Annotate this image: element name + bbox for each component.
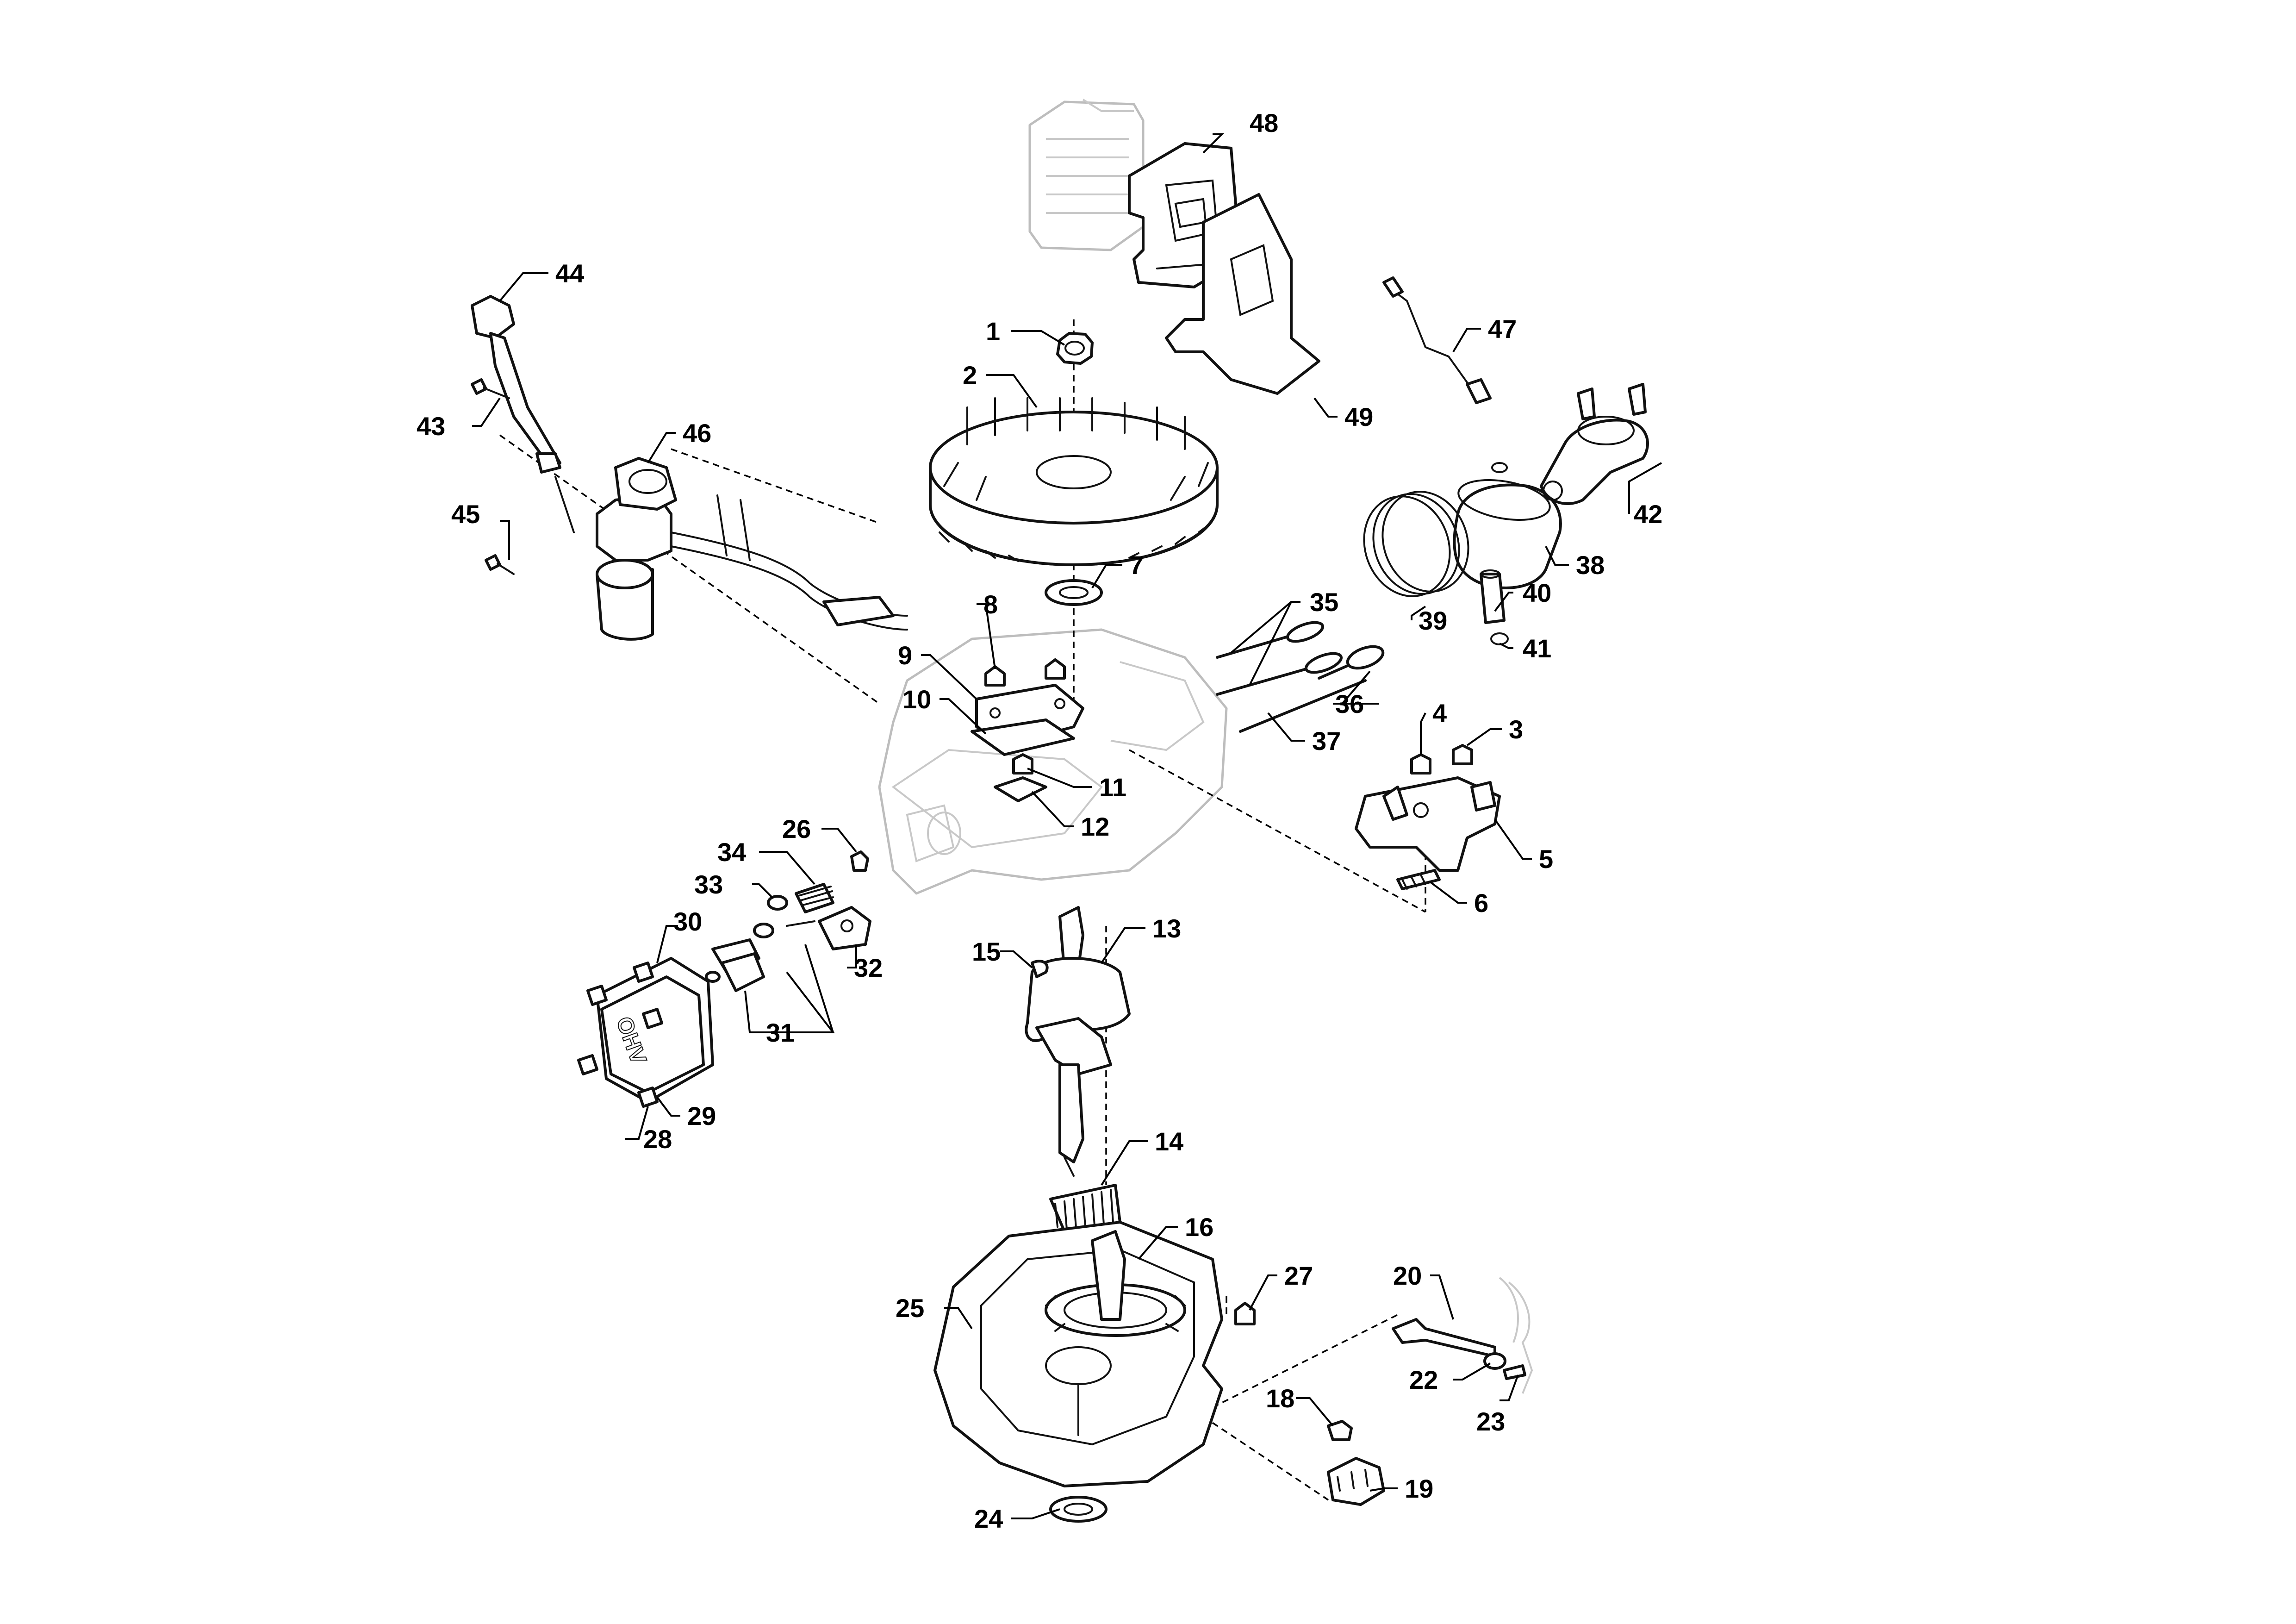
oil-sump-part: [933, 1221, 1223, 1487]
callout-37: 37: [1312, 726, 1341, 756]
crankshaft-part: [1025, 906, 1131, 1177]
crankcase-block-ghost: [878, 628, 1228, 895]
callout-5: 5: [1539, 844, 1553, 874]
piston-rings-part: [1363, 491, 1469, 597]
callout-1: 1: [986, 317, 1000, 346]
callout-30: 30: [673, 907, 702, 936]
callout-36: 36: [1335, 689, 1364, 718]
callout-4: 4: [1432, 699, 1447, 728]
governor-bracket-part: [1355, 744, 1501, 890]
callout-23: 23: [1476, 1407, 1505, 1436]
callout-33: 33: [694, 870, 723, 899]
woodruff-key-part: [1031, 960, 1049, 978]
callout-29: 29: [687, 1101, 716, 1131]
callout-49: 49: [1344, 402, 1373, 431]
oil-seal-top-part: [1045, 579, 1103, 606]
callout-19: 19: [1405, 1474, 1433, 1503]
callout-14: 14: [1155, 1127, 1183, 1156]
callout-27: 27: [1284, 1261, 1313, 1290]
callout-12: 12: [1081, 812, 1109, 841]
callout-38: 38: [1576, 550, 1605, 580]
callout-22: 22: [1409, 1365, 1438, 1394]
flywheel-nut-part: [1056, 332, 1094, 365]
callout-18: 18: [1266, 1384, 1294, 1413]
oil-level-switch-part: [1327, 1420, 1385, 1506]
ignition-coil-part: [596, 457, 908, 641]
callout-25: 25: [896, 1293, 924, 1323]
callout-42: 42: [1634, 500, 1662, 529]
callout-39: 39: [1419, 606, 1447, 635]
valve-cover-part: OHV: [577, 957, 714, 1108]
callout-47: 47: [1488, 314, 1517, 344]
callout-48: 48: [1250, 108, 1278, 137]
callout-40: 40: [1523, 578, 1551, 607]
callout-41: 41: [1523, 634, 1551, 663]
piston-pin-part: [1480, 569, 1506, 624]
callout-46: 46: [683, 418, 711, 448]
oil-seal-bottom-part: [1049, 1496, 1108, 1523]
callout-13: 13: [1152, 914, 1181, 943]
callout-20: 20: [1393, 1261, 1422, 1290]
callout-16: 16: [1185, 1212, 1213, 1242]
callout-32: 32: [854, 953, 883, 982]
wire-lead-part: [1382, 276, 1492, 404]
callout-3: 3: [1509, 715, 1523, 744]
callout-31: 31: [766, 1018, 795, 1047]
callout-35: 35: [1310, 587, 1338, 617]
governor-shaft-part: [1392, 1318, 1526, 1380]
leader-lines: [472, 133, 1662, 1519]
camshaft-part: [1045, 1230, 1186, 1337]
breather-gasket-part: [971, 718, 1075, 756]
dipstick-screws-part: [471, 378, 515, 575]
rocker-arms-part: [705, 938, 765, 992]
callout-8: 8: [983, 590, 998, 619]
callout-43: 43: [417, 412, 445, 441]
flywheel-part: [929, 397, 1219, 566]
callout-10: 10: [902, 685, 931, 714]
cover-bolts-part: [984, 658, 1066, 687]
callout-7: 7: [1129, 550, 1144, 580]
callout-2: 2: [963, 361, 977, 390]
throttle-linkage-ghost: [1499, 1277, 1533, 1394]
callout-15: 15: [972, 937, 1001, 966]
connecting-rod-part: [1540, 383, 1649, 505]
valves-part: [1216, 621, 1385, 733]
callout-6: 6: [1474, 888, 1488, 918]
callout-24: 24: [974, 1504, 1003, 1533]
oil-dipstick-part: [471, 295, 575, 533]
air-filter-ghost: [1028, 99, 1145, 251]
callout-44: 44: [555, 259, 584, 288]
callout-34: 34: [717, 837, 746, 867]
callout-labels: 1 2 3 4 5 6 7 8 9 10 11 12 13 14 15 16 1…: [417, 108, 1662, 1533]
callout-9: 9: [898, 641, 912, 670]
baffle-plate-part: [1165, 193, 1320, 395]
callout-28: 28: [643, 1124, 672, 1154]
callout-11: 11: [1099, 773, 1126, 802]
rocker-arm-parts: [753, 850, 871, 950]
callout-26: 26: [782, 814, 811, 843]
callout-45: 45: [451, 500, 480, 529]
